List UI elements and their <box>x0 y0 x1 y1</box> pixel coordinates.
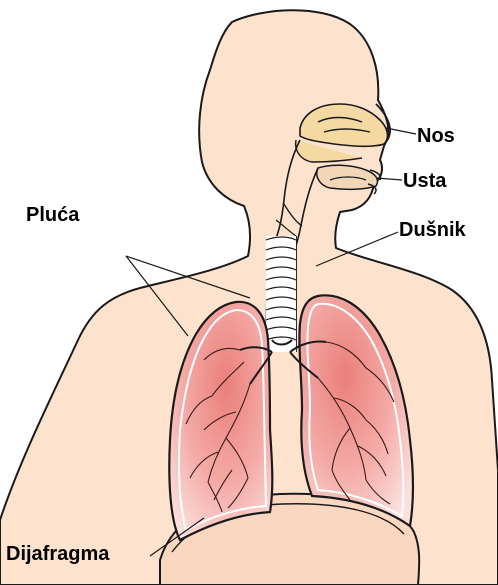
label-mouth: Usta <box>403 171 446 191</box>
label-diaphragm: Dijafragma <box>6 544 109 564</box>
label-lungs: Pluća <box>26 205 79 225</box>
label-trachea: Dušnik <box>399 220 466 240</box>
trachea-rings <box>266 236 296 352</box>
label-nose: Nos <box>417 126 455 146</box>
